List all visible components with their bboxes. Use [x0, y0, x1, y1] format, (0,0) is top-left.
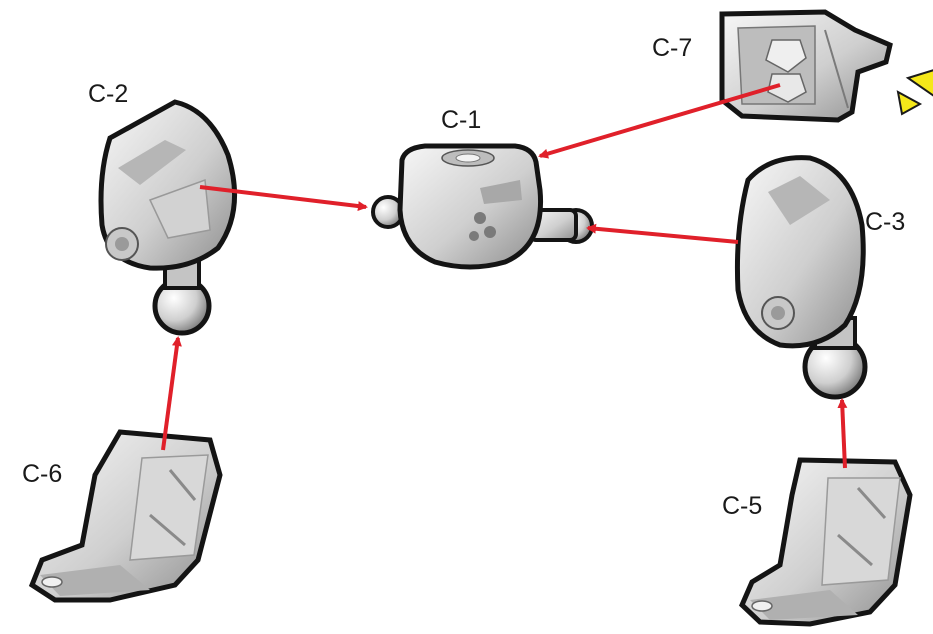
label-C-3: C-3	[865, 208, 905, 236]
arrow-C-7-to-C-1	[538, 83, 781, 159]
label-C-7: C-7	[652, 34, 692, 62]
arrow-C-5-to-C-3	[837, 398, 848, 469]
label-C-5: C-5	[722, 492, 762, 520]
label-C-6: C-6	[22, 460, 62, 488]
part-C-3	[734, 155, 868, 400]
arrow-C-2-to-C-1	[199, 185, 368, 212]
part-C-1	[371, 143, 594, 270]
label-C-2: C-2	[88, 80, 128, 108]
arrow-C-6-to-C-2	[161, 336, 182, 451]
connection-arrows	[161, 83, 848, 469]
highlight-marker-icon	[896, 69, 933, 116]
arrow-C-3-to-C-1	[586, 223, 739, 244]
part-C-6	[28, 429, 223, 603]
label-C-1: C-1	[441, 106, 481, 134]
part-C-7	[719, 9, 893, 123]
part-C-2	[98, 99, 238, 336]
part-C-5	[739, 457, 913, 627]
